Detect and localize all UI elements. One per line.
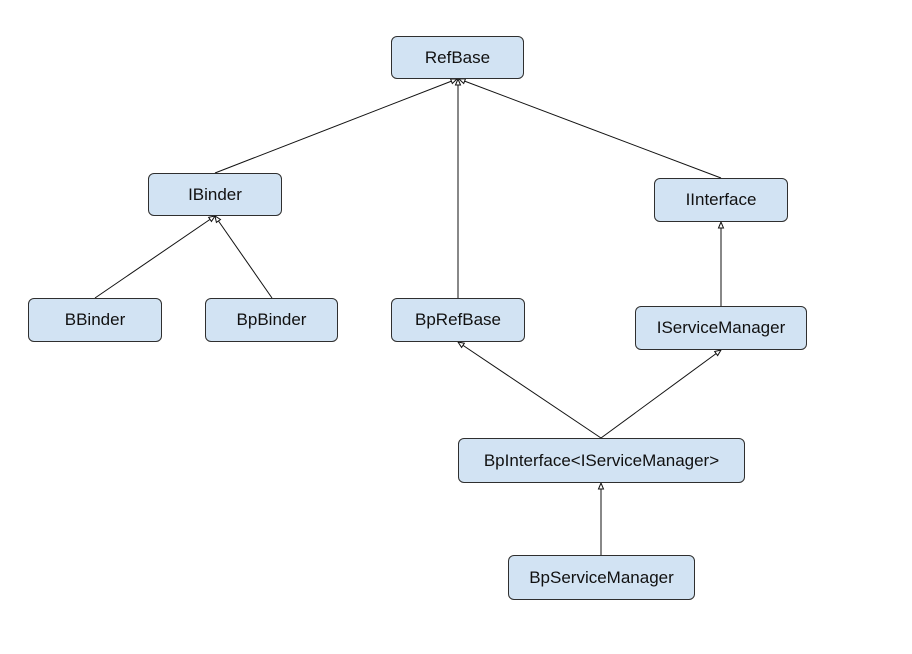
node-iservicemanager: IServiceManager [635, 306, 807, 350]
node-ibinder: IBinder [148, 173, 282, 216]
edge-ibinder-to-refbase [214, 79, 457, 174]
node-iinterface: IInterface [654, 178, 788, 222]
node-bprefbase: BpRefBase [391, 298, 525, 342]
edge-iinterface-to-refbase [459, 79, 722, 179]
node-refbase: RefBase [391, 36, 524, 79]
edge-bpinterface-to-iservicemanager [600, 350, 721, 439]
node-bpinterface: BpInterface<IServiceManager> [458, 438, 745, 483]
node-bpbinder: BpBinder [205, 298, 338, 342]
node-bpservicemanager: BpServiceManager [508, 555, 695, 600]
edge-bbinder-to-ibinder [94, 216, 215, 299]
edge-bpbinder-to-ibinder [215, 216, 273, 299]
edge-bpinterface-to-bprefbase [458, 342, 602, 439]
node-bbinder: BBinder [28, 298, 162, 342]
